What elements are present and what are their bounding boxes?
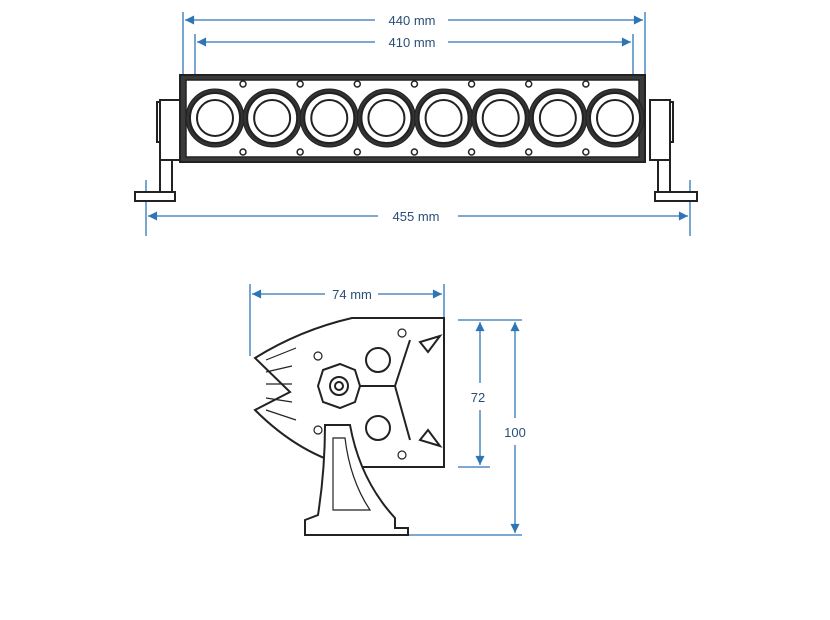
- screw: [296, 148, 304, 156]
- body-height-label: 72: [471, 390, 485, 405]
- screw: [353, 148, 362, 156]
- dimension-bracket-width: 455 mm: [148, 209, 688, 224]
- dimension-total-height: 100: [504, 321, 526, 533]
- screw: [353, 80, 362, 88]
- inner-width-label: 410 mm: [389, 35, 436, 50]
- screw: [296, 80, 304, 88]
- screw: [524, 148, 533, 156]
- screw: [524, 80, 533, 88]
- screw: [239, 80, 247, 88]
- left-bracket: [134, 99, 181, 202]
- total-height-label: 100: [504, 425, 526, 440]
- dimension-outer-width: 440 mm: [185, 13, 643, 28]
- screw: [582, 148, 590, 156]
- lens: [299, 80, 362, 156]
- right-bracket: [649, 99, 698, 202]
- lens: [528, 80, 590, 156]
- lens: [414, 80, 476, 156]
- outer-width-label: 440 mm: [389, 13, 436, 28]
- depth-label: 74 mm: [332, 287, 372, 302]
- dimension-body-height: 72: [471, 321, 485, 466]
- dimension-inner-width: 410 mm: [197, 35, 631, 50]
- lens: [585, 88, 645, 148]
- light-bar-housing: [179, 74, 646, 163]
- lens: [471, 80, 533, 156]
- bracket-width-label: 455 mm: [393, 209, 440, 224]
- screw: [239, 148, 247, 156]
- lens: [356, 80, 419, 156]
- screw: [410, 148, 419, 156]
- side-profile: [253, 317, 445, 536]
- front-view: 440 mm 410 mm 455 mm: [134, 12, 698, 236]
- dimension-depth: 74 mm: [251, 287, 443, 302]
- screw: [467, 148, 476, 156]
- screw: [582, 80, 590, 88]
- side-view: 74 mm 72 100: [249, 284, 526, 536]
- screw: [410, 80, 419, 88]
- lens: [242, 80, 304, 156]
- screw: [467, 80, 476, 88]
- lens: [185, 80, 247, 156]
